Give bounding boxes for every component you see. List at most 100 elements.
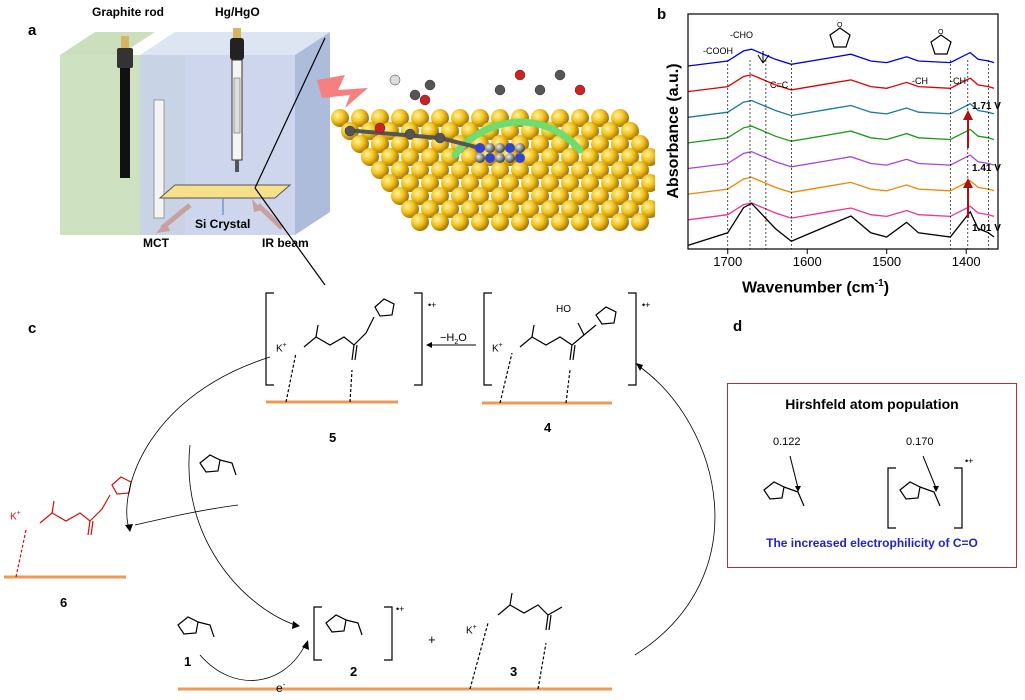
gold-atom	[351, 135, 369, 153]
electron-label: e-	[276, 680, 286, 695]
catalyst-atom	[515, 153, 525, 163]
gold-atom	[421, 174, 439, 192]
structure-5	[285, 298, 395, 403]
gold-atom	[451, 187, 469, 205]
gold-atom	[411, 135, 429, 153]
x-tick-label: 1500	[872, 254, 902, 269]
compound-label-4: 4	[544, 420, 552, 435]
furfural-left	[763, 481, 805, 507]
zoom-line-top	[254, 37, 326, 189]
molecule-atoms	[344, 69, 586, 163]
gold-atom	[521, 200, 539, 218]
gold-atom	[641, 174, 655, 192]
bracket-d-right	[954, 467, 963, 529]
gold-atom	[561, 200, 579, 218]
arrow-furfural-to-2	[188, 444, 296, 626]
gold-atom	[571, 187, 589, 205]
gold-atom	[591, 213, 609, 231]
molecule-atom	[494, 84, 506, 96]
ir-beam-arrow	[256, 203, 284, 230]
catalyst-atom	[505, 153, 515, 163]
gold-atom	[631, 187, 649, 205]
zoom-line-bottom	[254, 187, 326, 286]
gold-atom	[411, 161, 429, 179]
pointer-right	[922, 455, 937, 489]
band-label-ch-2: -CH	[950, 76, 966, 86]
gold-atom	[431, 187, 449, 205]
panel-label-d: d	[733, 318, 743, 335]
gold-atom	[521, 174, 539, 192]
gold-atom	[621, 148, 639, 166]
reference-electrode-connector	[233, 28, 241, 40]
svg-text:O: O	[837, 22, 843, 29]
band-label-cho: -CHO	[730, 30, 753, 40]
si-crystal-label: Si Crystal	[195, 217, 251, 231]
gold-atom	[431, 213, 449, 231]
molecule-atom	[534, 84, 546, 96]
spectrum-series-6	[687, 202, 995, 221]
molecule-atom	[404, 128, 416, 140]
band-label-ch-1: -CH	[912, 76, 928, 86]
molecule-atom	[574, 84, 586, 96]
gold-atom	[411, 109, 429, 127]
molecule-atom	[424, 79, 436, 91]
spectrum-series-2	[687, 99, 995, 118]
compound-label-3: 3	[510, 664, 518, 679]
catalyst-atom	[495, 143, 505, 153]
ho-group-4: HO	[556, 304, 571, 315]
arrowhead-5-to-6	[125, 524, 133, 532]
gold-atom	[611, 213, 629, 231]
voltage-label-141: 1.41 V	[972, 163, 1001, 174]
gold-atom	[511, 187, 529, 205]
cell-blue-body	[140, 55, 295, 235]
panel-a-setup	[60, 28, 655, 286]
molecule-atom	[389, 74, 401, 86]
catalyst-atom	[475, 143, 485, 153]
x-axis-ticks	[727, 249, 967, 254]
population-left: 0.122	[773, 436, 801, 448]
gold-atom	[421, 148, 439, 166]
gold-atom	[571, 109, 589, 127]
gold-atom	[401, 174, 419, 192]
gold-atom	[591, 161, 609, 179]
reference-electrode-label: Hg/HgO	[215, 5, 260, 19]
spectra-series	[687, 48, 995, 247]
gold-atom	[371, 161, 389, 179]
graphite-rod	[120, 68, 130, 178]
voltage-arrowhead-upper	[963, 110, 973, 120]
gold-atom	[471, 161, 489, 179]
gold-atom	[541, 200, 559, 218]
svg-text:O: O	[938, 29, 944, 36]
cell-slot	[153, 99, 165, 219]
gold-atom	[511, 161, 529, 179]
bracket-2-right	[384, 606, 393, 661]
gold-atom	[501, 174, 519, 192]
gold-atom	[521, 148, 539, 166]
arrowhead-3-to-4	[636, 363, 643, 371]
catalyst-atom	[485, 153, 495, 163]
gold-atom	[581, 122, 599, 140]
plus-sign: +	[428, 632, 436, 647]
gold-atom	[431, 161, 449, 179]
panel-label-b: b	[657, 6, 667, 23]
graphite-rod-label: Graphite rod	[92, 5, 165, 19]
x-tick-label: 1700	[713, 254, 743, 269]
radical-label-4: •+	[642, 300, 651, 310]
gold-atom	[461, 148, 479, 166]
cell-blue-side	[295, 32, 330, 235]
gold-atom	[561, 148, 579, 166]
gold-atom	[621, 174, 639, 192]
catalyst-atom	[495, 153, 505, 163]
electrophilicity-caption: The increased electrophilicity of C=O	[766, 536, 978, 550]
gold-catalyst-surface	[331, 109, 655, 231]
gold-atom	[331, 109, 349, 127]
bracket-2-left	[313, 606, 322, 661]
arrow-5-to-6	[126, 356, 271, 526]
gold-atom	[391, 161, 409, 179]
structure-6	[15, 476, 132, 578]
reference-electrode-cap	[230, 38, 244, 60]
gold-atom	[611, 135, 629, 153]
gold-atom	[551, 213, 569, 231]
gold-atom	[451, 161, 469, 179]
gold-atom	[531, 161, 549, 179]
